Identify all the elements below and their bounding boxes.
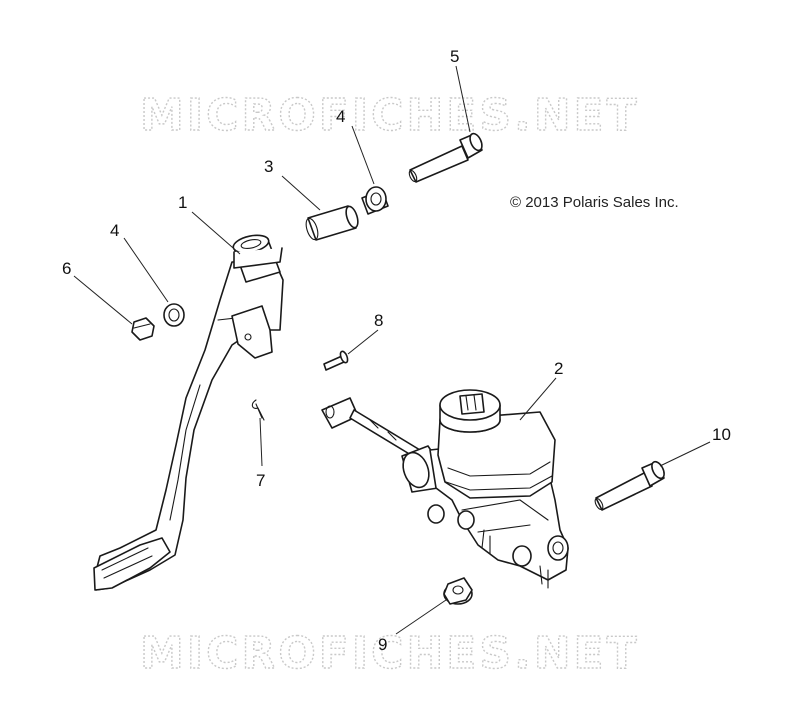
- leader-8: [347, 329, 379, 355]
- flange-nut: [131, 317, 155, 341]
- leader-1: [191, 211, 241, 255]
- callout-7: 7: [256, 471, 265, 490]
- flange-nut-bottom: [443, 577, 473, 605]
- callout-3: 3: [264, 157, 273, 176]
- callout-4b: 4: [110, 221, 119, 240]
- leader-4a: [351, 125, 375, 185]
- callout-9: 9: [378, 635, 387, 654]
- master-cylinder: [321, 389, 569, 589]
- leader-10: [659, 441, 711, 467]
- cotter-pin: [251, 399, 265, 421]
- copyright-text: © 2013 Polaris Sales Inc.: [510, 194, 679, 211]
- leader-4b: [123, 237, 169, 303]
- watermark-top: MICROFICHES.NET: [140, 90, 640, 141]
- leader-6: [73, 275, 133, 325]
- leader-2: [519, 377, 557, 421]
- callout-6: 6: [62, 259, 71, 278]
- brake-pedal: [93, 234, 284, 591]
- watermark-bottom: MICROFICHES.NET: [140, 628, 640, 679]
- callout-8: 8: [374, 311, 383, 330]
- leader-7: [259, 417, 263, 467]
- leader-9: [395, 599, 447, 635]
- mounting-bolt: [594, 460, 665, 511]
- bushing-left: [163, 303, 185, 327]
- bushing-top: [361, 186, 389, 215]
- callout-10: 10: [712, 425, 731, 444]
- leader-3: [281, 175, 321, 211]
- callout-5: 5: [450, 47, 459, 66]
- callout-2: 2: [554, 359, 563, 378]
- callout-4a: 4: [336, 107, 345, 126]
- clevis-pin: [323, 350, 349, 371]
- pivot-bolt: [408, 132, 483, 183]
- pivot-sleeve: [305, 205, 359, 241]
- leader-5: [455, 65, 471, 133]
- callout-1: 1: [178, 193, 187, 212]
